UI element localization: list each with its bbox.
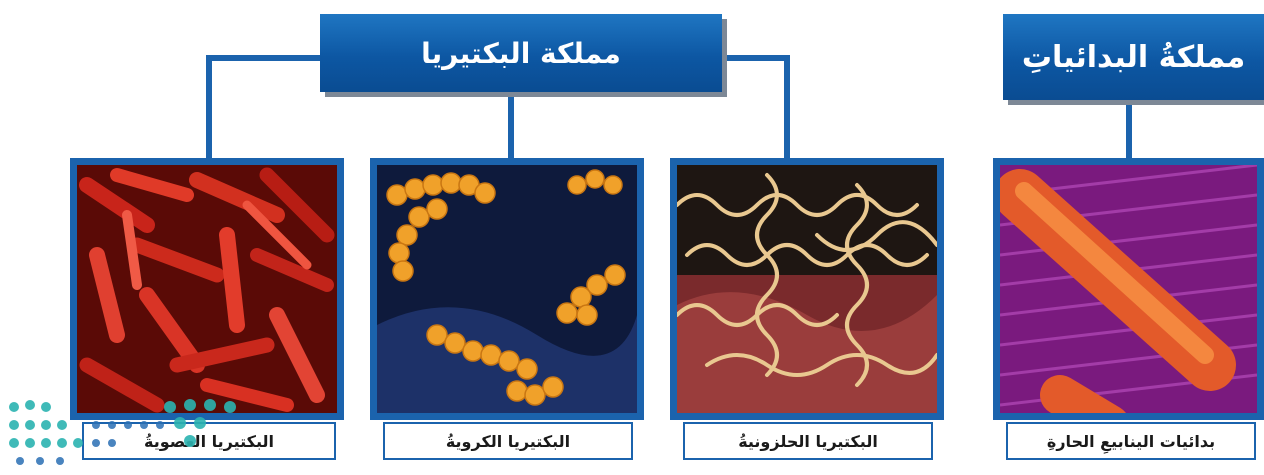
bacteria-kingdom-header: مملكة البكتيريا [320, 14, 722, 92]
spiral-bacteria-photo [670, 158, 944, 420]
bacteria-connector-right [784, 55, 790, 165]
cocci-bacteria-photo [370, 158, 644, 420]
bacteria-connector-middle [508, 80, 514, 165]
archaea-connector [1126, 100, 1132, 165]
spiral-bacteria-image [677, 165, 937, 413]
rod-bacteria-photo [70, 158, 344, 420]
cocci-bacteria-image [377, 165, 637, 413]
rod-bacteria-caption: البكتيريا العصويةُ [82, 422, 336, 460]
bacteria-connector-left [206, 55, 212, 165]
ministry-logo-dots [9, 399, 236, 465]
cocci-bacteria-caption: البكتيريا الكرويةُ [383, 422, 633, 460]
hot-spring-archaea-caption: بدائيات الينابيعِ الحارةِ [1006, 422, 1256, 460]
archaea-kingdom-header: مملكةُ البدائياتِ [1003, 14, 1264, 100]
rod-bacteria-image [77, 165, 337, 413]
hot-spring-archaea-photo [993, 158, 1264, 420]
spiral-bacteria-caption: البكتيريا الحلزونيةُ [683, 422, 933, 460]
hot-spring-archaea-image [1000, 165, 1257, 413]
